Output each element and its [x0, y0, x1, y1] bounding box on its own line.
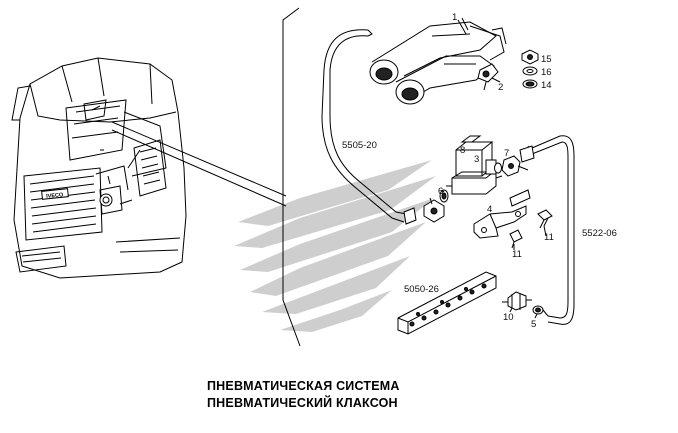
fastener-set-icon	[521, 49, 539, 89]
label-part-6: 6	[438, 186, 443, 197]
air-horn-icon	[369, 17, 507, 105]
label-part-10: 10	[503, 312, 514, 323]
chevron-watermark-icon	[234, 160, 436, 332]
label-part-14: 14	[541, 80, 552, 91]
label-part-2: 2	[498, 82, 503, 93]
tube-5522-06	[531, 135, 575, 325]
label-tube-5505-20: 5505-20	[342, 140, 377, 151]
label-part-16: 16	[541, 67, 552, 78]
mounting-bracket-icon	[473, 189, 531, 239]
cab-badge: IVECO	[46, 192, 64, 200]
label-part-7: 7	[504, 148, 509, 159]
label-part-11-upper: 11	[544, 232, 554, 243]
connector-set-icon	[502, 291, 549, 317]
label-part-11-lower: 11	[512, 249, 522, 260]
label-manifold-5050-26: 5050-26	[404, 284, 439, 295]
fitting-set-icon	[423, 155, 521, 223]
label-part-1: 1	[452, 12, 457, 23]
caption-line-2: ПНЕВМАТИЧЕСКИЙ КЛАКСОН	[207, 395, 398, 410]
label-part-5: 5	[531, 319, 536, 330]
solenoid-valve-icon	[446, 135, 503, 195]
leader-line-upper	[111, 121, 287, 197]
label-part-15: 15	[541, 54, 552, 65]
distribution-manifold-icon	[397, 271, 497, 335]
label-part-4: 4	[487, 204, 492, 215]
truck-cab-icon: IVECO	[11, 57, 187, 279]
caption-line-1: ПНЕВМАТИЧЕСКАЯ СИСТЕМА	[207, 379, 400, 393]
screw-set-icon	[509, 209, 553, 249]
label-part-3: 3	[474, 154, 479, 165]
label-part-8: 8	[460, 145, 465, 156]
tube-5505-20	[321, 29, 405, 223]
label-tube-5522-06: 5522-06	[582, 228, 617, 239]
divider-line	[282, 7, 301, 347]
leader-line-lower	[111, 129, 287, 207]
